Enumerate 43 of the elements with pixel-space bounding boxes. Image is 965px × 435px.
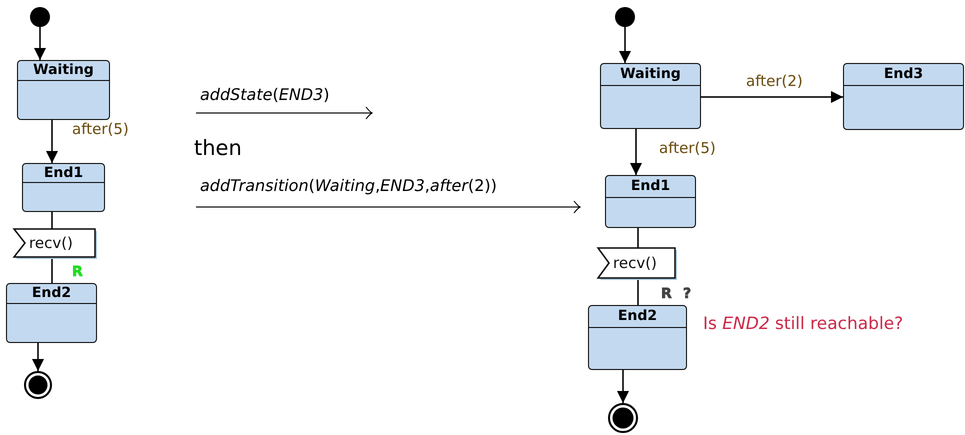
transition-arrow (701, 91, 843, 103)
question-note: Is END2 still reachable? (703, 314, 904, 334)
connector-word: then (194, 136, 242, 162)
initial-state-dot (30, 7, 50, 27)
state-name: End1 (42, 164, 84, 182)
state-name: End2 (30, 284, 72, 303)
transition-line (637, 280, 639, 305)
state-box (6, 283, 97, 343)
transition-arrow (630, 129, 642, 175)
state-box (22, 163, 105, 212)
guard-label: after(2) (746, 73, 803, 90)
state-box (843, 63, 964, 130)
signal-label: recv() (613, 254, 657, 272)
guard-label: after(5) (659, 140, 716, 157)
state-box (588, 305, 687, 370)
transition-arrow (46, 120, 58, 163)
transition-line (51, 212, 53, 229)
transition-arrow (34, 27, 46, 60)
state-box (17, 60, 110, 120)
transition-arrow (619, 27, 631, 63)
state-box (605, 175, 696, 228)
signal-label: recv() (29, 234, 73, 252)
state-box (600, 63, 701, 129)
final-state-circle (24, 371, 52, 399)
signal-box (14, 229, 97, 259)
transition-arrow (32, 343, 44, 371)
state-name: End1 (630, 177, 672, 196)
transition-line (637, 228, 639, 248)
state-name: Waiting (32, 61, 95, 80)
reachability-mark: R (72, 264, 83, 281)
state-name: Waiting (619, 65, 682, 84)
final-state-circle (608, 403, 638, 433)
state-name: End3 (882, 65, 924, 84)
guard-label: after(5) (72, 121, 129, 138)
signal-box (598, 248, 677, 280)
operation-label: addTransition(Waiting,END3,after(2)) (200, 176, 497, 196)
state-name: End2 (616, 307, 658, 326)
operation-label: addState(END3) (200, 85, 330, 104)
question-mark: ? (683, 286, 692, 303)
transition-arrow (617, 370, 629, 403)
initial-state-dot (615, 7, 635, 27)
transition-line (51, 259, 53, 283)
reachability-mark: R (661, 286, 672, 303)
